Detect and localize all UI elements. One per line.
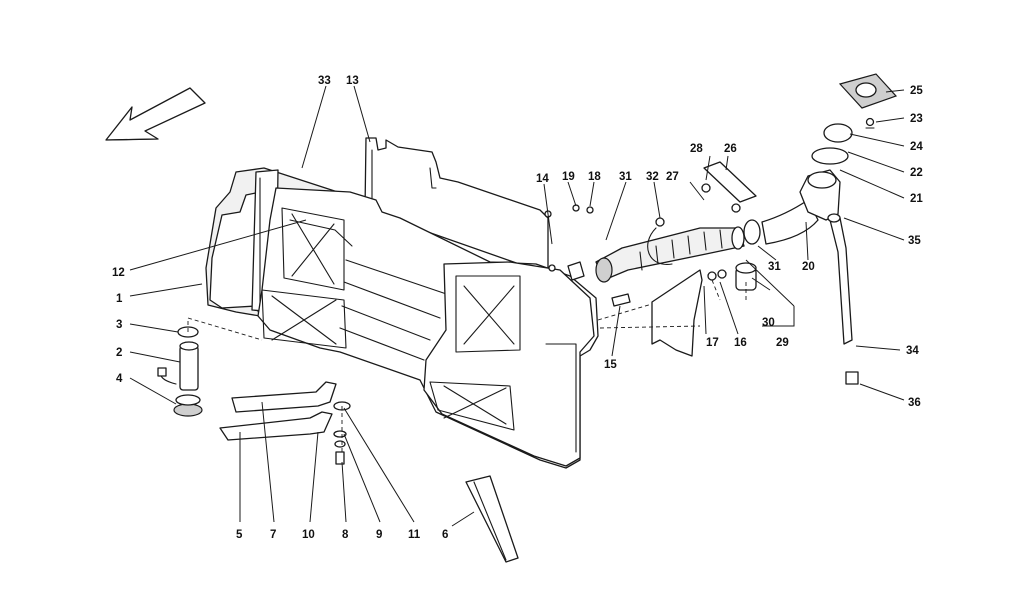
bolts-14-18-19 (544, 204, 594, 281)
callout-labels: 33 13 12 1 3 2 4 5 7 10 8 9 11 6 14 19 1… (112, 75, 923, 541)
callout-8: 8 (342, 529, 349, 541)
callout-18: 18 (588, 171, 601, 183)
callout-3: 3 (116, 319, 122, 331)
callout-9: 9 (376, 529, 382, 541)
callout-12: 12 (112, 267, 125, 279)
fuel-tank-body (257, 187, 599, 469)
callout-36: 36 (908, 397, 921, 409)
callout-leaders (129, 85, 905, 527)
callout-6: 6 (442, 529, 448, 541)
callout-13: 13 (346, 75, 359, 87)
filler-cap-housing (799, 73, 898, 221)
callout-19: 19 (562, 171, 575, 183)
callout-16: 16 (734, 337, 747, 349)
callout-31-right: 31 (768, 261, 781, 273)
callout-15: 15 (604, 359, 617, 371)
callout-24: 24 (910, 141, 923, 153)
mounting-bracket-26 (701, 161, 757, 213)
callout-5: 5 (236, 529, 243, 541)
callout-31-left: 31 (619, 171, 632, 183)
filler-neck-pipe (595, 199, 819, 283)
callout-1: 1 (116, 293, 123, 305)
callout-22: 22 (910, 167, 923, 179)
callout-27: 27 (666, 171, 679, 183)
callout-2: 2 (116, 347, 122, 359)
callout-29: 29 (776, 337, 789, 349)
callout-28: 28 (690, 143, 703, 155)
sender-bracket (611, 262, 757, 357)
tank-straps (219, 381, 519, 563)
fuel-sender-unit (157, 326, 203, 417)
callout-35: 35 (908, 235, 921, 247)
callout-23: 23 (910, 113, 923, 125)
callout-4: 4 (116, 373, 123, 385)
callout-32: 32 (646, 171, 659, 183)
callout-34: 34 (906, 345, 919, 357)
callout-20: 20 (802, 261, 815, 273)
callout-25: 25 (910, 85, 923, 97)
front-direction-arrow-icon (105, 87, 206, 141)
callout-17: 17 (706, 337, 719, 349)
callout-21: 21 (910, 193, 923, 205)
callout-10: 10 (302, 529, 315, 541)
callout-7: 7 (270, 529, 276, 541)
callout-33: 33 (318, 75, 331, 87)
callout-11: 11 (408, 529, 421, 541)
fasteners-8-11 (333, 401, 351, 465)
vent-hose (827, 213, 859, 385)
callout-14: 14 (536, 173, 549, 185)
callout-26: 26 (724, 143, 737, 155)
callout-30: 30 (762, 317, 775, 329)
